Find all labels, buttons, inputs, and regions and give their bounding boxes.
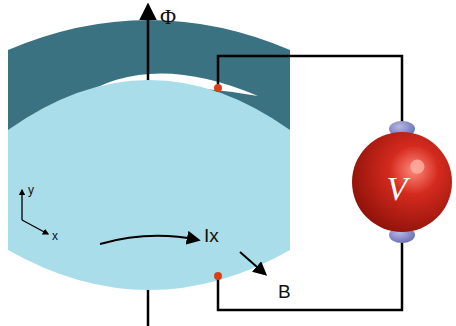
contact-bottom: [214, 272, 222, 280]
highlight: [410, 160, 424, 174]
y-axis: [21, 190, 22, 220]
ring-outer-face: [8, 80, 290, 290]
x-axis: [22, 220, 48, 234]
wire-top: [218, 56, 402, 128]
current-label: Ix: [204, 226, 219, 245]
wire-bottom: [218, 236, 402, 310]
axis-label: x: [52, 230, 58, 242]
field-arrow: [240, 252, 265, 274]
contact-top: [214, 84, 222, 92]
flux-label: Φ: [160, 6, 176, 28]
current-arrow: [100, 236, 198, 244]
flux-arrow: [147, 6, 150, 90]
sphere: [352, 132, 452, 232]
axis-label: y: [28, 184, 34, 196]
meter-symbol: V: [387, 172, 408, 206]
voltmeter: V: [351, 131, 453, 233]
field-label: B: [278, 282, 291, 301]
